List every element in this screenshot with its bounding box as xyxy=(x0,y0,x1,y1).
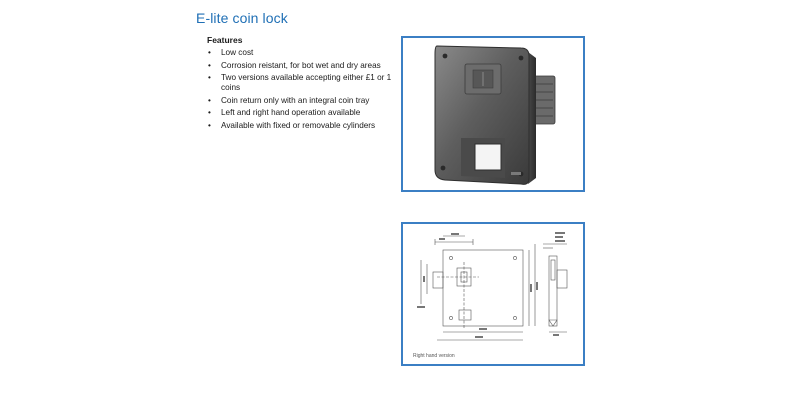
features-list: Low cost Corrosion reistant, for bot wet… xyxy=(207,48,397,134)
features-heading: Features xyxy=(207,35,243,45)
page-title: E-lite coin lock xyxy=(196,10,288,26)
coin-lock-photo xyxy=(434,45,556,185)
drawing-caption: Right hand version xyxy=(413,353,455,359)
feature-item: Low cost xyxy=(207,48,397,58)
feature-item: Available with fixed or removable cylind… xyxy=(207,121,397,131)
feature-item: Left and right hand operation available xyxy=(207,108,397,118)
feature-item: Coin return only with an integral coin t… xyxy=(207,96,397,106)
feature-item: Corrosion reistant, for bot wet and dry … xyxy=(207,61,397,71)
technical-drawing xyxy=(417,232,568,341)
product-photo-frame xyxy=(401,36,585,192)
technical-drawing-frame: Right hand version xyxy=(401,222,585,366)
feature-item: Two versions available accepting either … xyxy=(207,73,397,92)
